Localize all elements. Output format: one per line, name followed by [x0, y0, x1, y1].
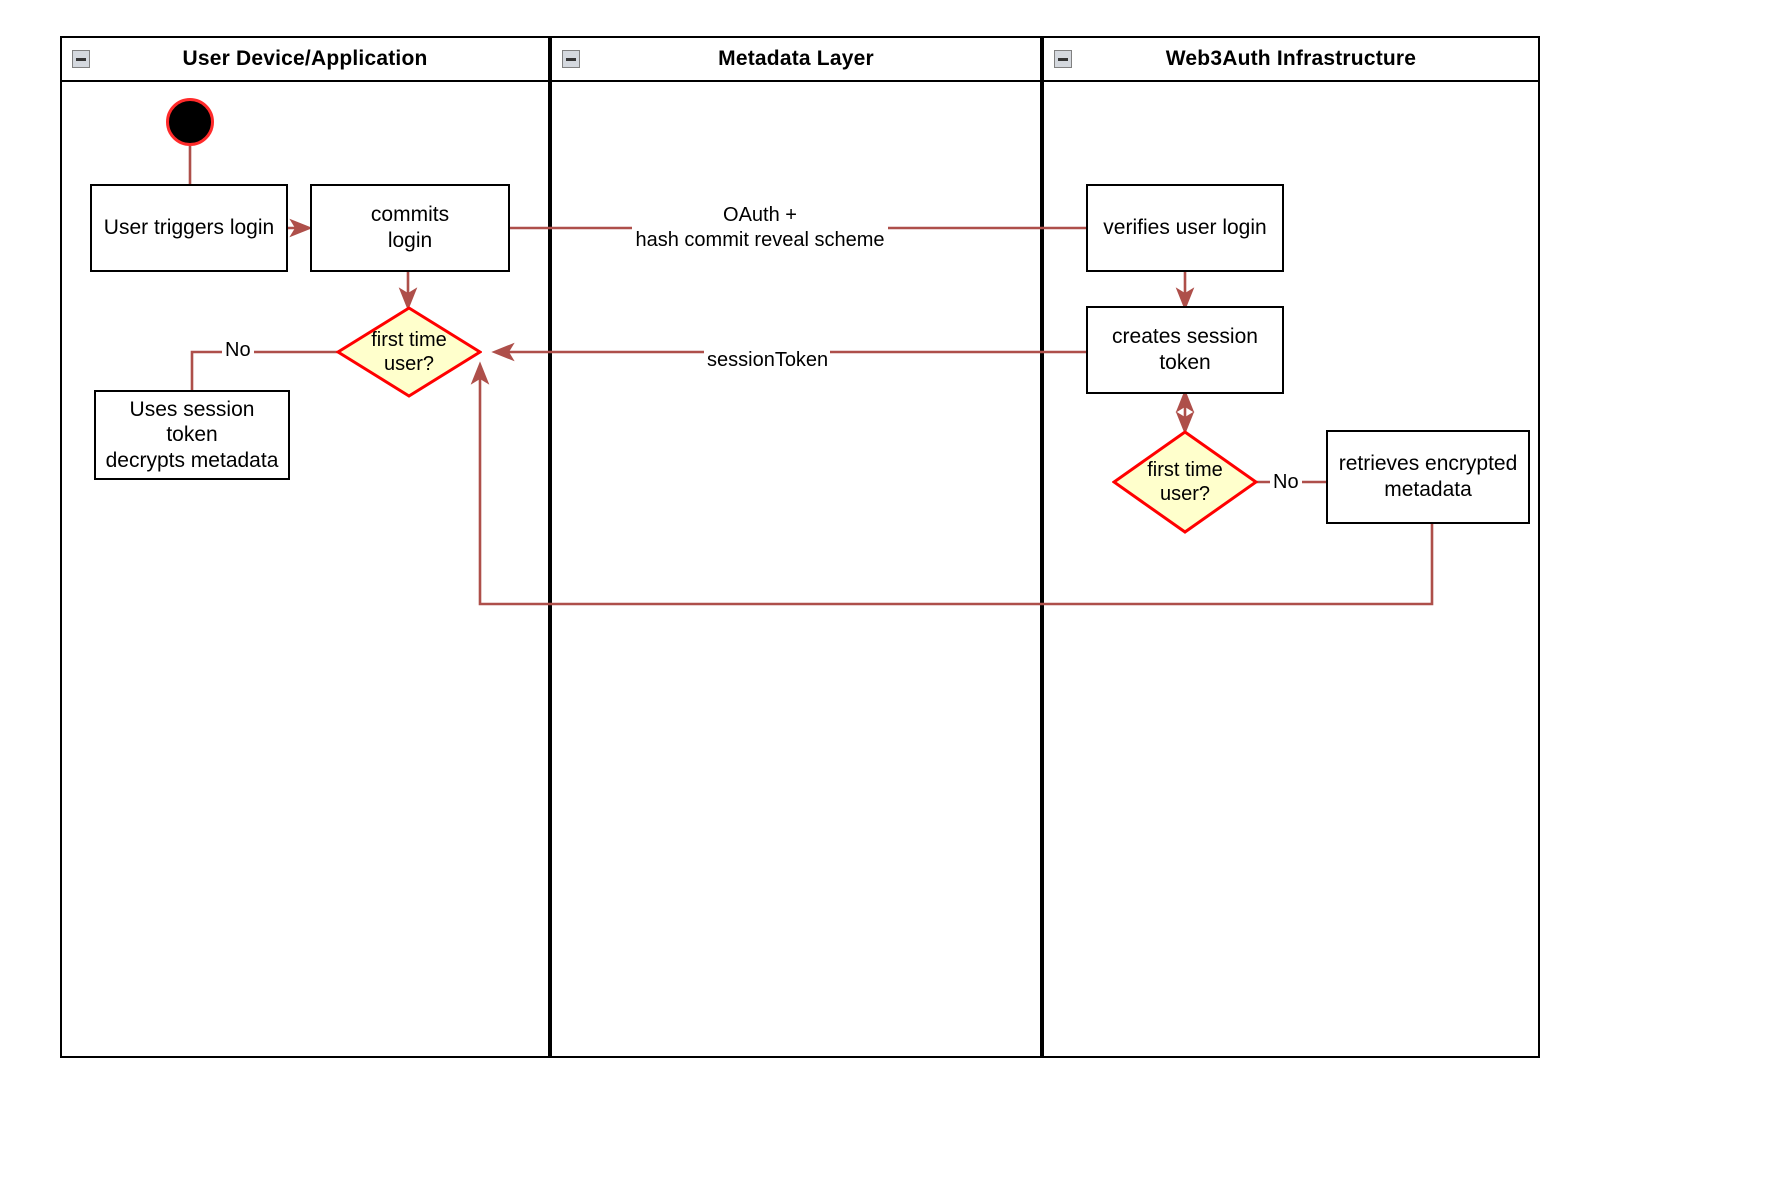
node-uses-session-token-line3: decrypts metadata	[105, 448, 279, 472]
swimlane-title-metadata-layer: Metadata Layer	[718, 47, 874, 70]
node-commits-login-line2: login	[387, 229, 433, 252]
minus-box-icon[interactable]	[72, 50, 90, 68]
swimlane-header-web3auth[interactable]: Web3Auth Infrastructure	[1042, 36, 1540, 82]
node-creates-session-token[interactable]: creates session token	[1086, 306, 1284, 394]
decision-node-first-time-user-left[interactable]: first time user?	[336, 306, 482, 398]
node-commits-login[interactable]: commits login	[310, 184, 510, 272]
swimlane-header-metadata-layer[interactable]: Metadata Layer	[550, 36, 1042, 82]
node-retrieves-encrypted-metadata[interactable]: retrieves encrypted metadata	[1326, 430, 1530, 524]
node-creates-session-token-line1: creates session	[1112, 325, 1258, 349]
edge-label-session-token: sessionToken	[704, 348, 830, 373]
node-uses-session-token-line1: Uses session	[129, 397, 255, 421]
edge-label-no-right: No	[1270, 470, 1302, 495]
node-uses-session-token[interactable]: Uses session token decrypts metadata	[94, 390, 290, 480]
node-commits-login-line1: commits	[370, 203, 450, 227]
decision-node-first-time-user-right[interactable]: first time user?	[1112, 430, 1258, 534]
node-retrieves-encrypted-metadata-line1: retrieves encrypted	[1338, 452, 1518, 476]
edge-label-no-left: No	[222, 338, 254, 363]
swimlane-title-web3auth: Web3Auth Infrastructure	[1165, 47, 1417, 70]
minus-box-icon[interactable]	[562, 50, 580, 68]
swimlane-header-user-device[interactable]: User Device/Application	[60, 36, 550, 82]
minus-box-icon[interactable]	[1054, 50, 1072, 68]
edge-label-oauth: OAuth + hash commit reveal scheme	[632, 203, 888, 253]
node-user-triggers-login[interactable]: User triggers login	[90, 184, 288, 272]
node-retrieves-encrypted-metadata-line2: metadata	[1384, 478, 1472, 501]
initial-node[interactable]	[166, 98, 214, 146]
node-verifies-user-login[interactable]: verifies user login	[1086, 184, 1284, 272]
swimlane-title-user-device: User Device/Application	[182, 47, 428, 70]
node-uses-session-token-line2: token	[166, 423, 218, 447]
node-creates-session-token-line2: token	[1159, 351, 1211, 374]
edge-label-oauth-line1: OAuth +	[723, 204, 797, 226]
edge-label-oauth-line2: hash commit reveal scheme	[635, 229, 885, 251]
edge-decision-left-no	[190, 350, 344, 390]
edge-retrieves-back-to-decision-left	[470, 361, 1434, 606]
